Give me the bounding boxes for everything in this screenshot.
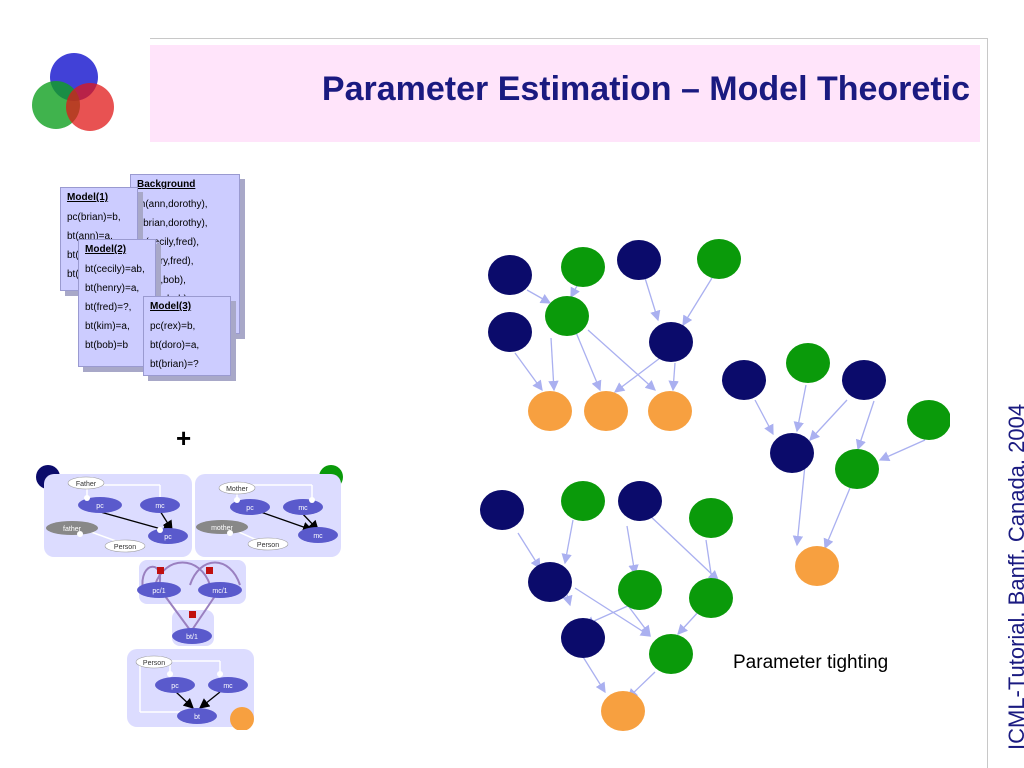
card-line: pc(rex)=b, <box>150 321 196 332</box>
card-line: m(cecily,fred), <box>137 237 200 248</box>
card-line: f(henry,fred), <box>137 256 194 267</box>
node-label: bt/1 <box>186 634 198 641</box>
page-title: Parameter Estimation – Model Theoretic <box>321 70 970 108</box>
model-diagram: Father pc mc father pc Person Mother pc … <box>36 465 343 730</box>
frame-right-line <box>987 38 988 768</box>
card-line: bt(kim)=a, <box>85 321 130 332</box>
node-label: bt <box>194 714 200 721</box>
node-label: pc <box>164 534 172 541</box>
plus-sign: + <box>176 423 192 453</box>
card-line: bt(henry)=a, <box>85 283 140 294</box>
node-label: mc <box>298 505 308 512</box>
node-label: mc <box>223 683 233 690</box>
node-label: mc/1 <box>212 588 227 595</box>
node-label: mother <box>211 525 233 532</box>
frame-top-line <box>150 38 988 39</box>
node-label: pc/1 <box>152 588 165 595</box>
node-label: father <box>63 526 82 533</box>
orange-marker-node <box>230 707 254 730</box>
card-line: bt(bob)=b <box>85 340 129 351</box>
node-label: mc <box>313 533 323 540</box>
background-heading: Background <box>137 179 196 190</box>
card-line: bt(ann)=a, <box>67 231 113 242</box>
node-label: pc <box>246 505 254 512</box>
network-nodes <box>480 239 950 731</box>
unrolled-networks <box>480 239 950 731</box>
card-line: m(ann,dorothy), <box>137 199 208 210</box>
node-label: pc <box>171 683 179 690</box>
model3-card: Model(3) pc(rex)=b, bt(doro)=a, bt(brian… <box>143 296 231 376</box>
model3-heading: Model(3) <box>150 301 192 312</box>
overlapping-circles-logo <box>32 53 114 131</box>
side-label: ICML-Tutorial, Banff, Canada, 2004 <box>1004 403 1024 750</box>
person-box: Person pc mc bt <box>127 649 254 727</box>
node-label: mc <box>155 503 165 510</box>
parameter-tying-caption: Parameter tighting <box>733 652 889 673</box>
card-line: f(brian,dorothy), <box>137 218 208 229</box>
middle-nodes: pc/1 mc/1 bt/1 <box>137 560 246 646</box>
card-line: bt(fred)=?, <box>85 302 132 313</box>
person-label: Person <box>114 544 136 551</box>
mother-box: Mother pc mc mother mc Person <box>195 474 341 557</box>
card-line: f(fred,bob), <box>137 275 186 286</box>
father-box: Father pc mc father pc Person <box>44 474 192 557</box>
title-band <box>150 45 980 142</box>
node-label: pc <box>96 503 104 510</box>
card-line: pc(brian)=b, <box>67 212 121 223</box>
person-label: Person <box>257 542 279 549</box>
model1-heading: Model(1) <box>67 192 109 203</box>
card-line: bt(brian)=? <box>150 359 199 370</box>
person-label: Person <box>143 660 165 667</box>
card-line: bt(doro)=a, <box>150 340 200 351</box>
card-line: bt(cecily)=ab, <box>85 264 145 275</box>
mother-label: Mother <box>226 486 248 493</box>
father-label: Father <box>76 481 97 488</box>
model2-heading: Model(2) <box>85 244 127 255</box>
